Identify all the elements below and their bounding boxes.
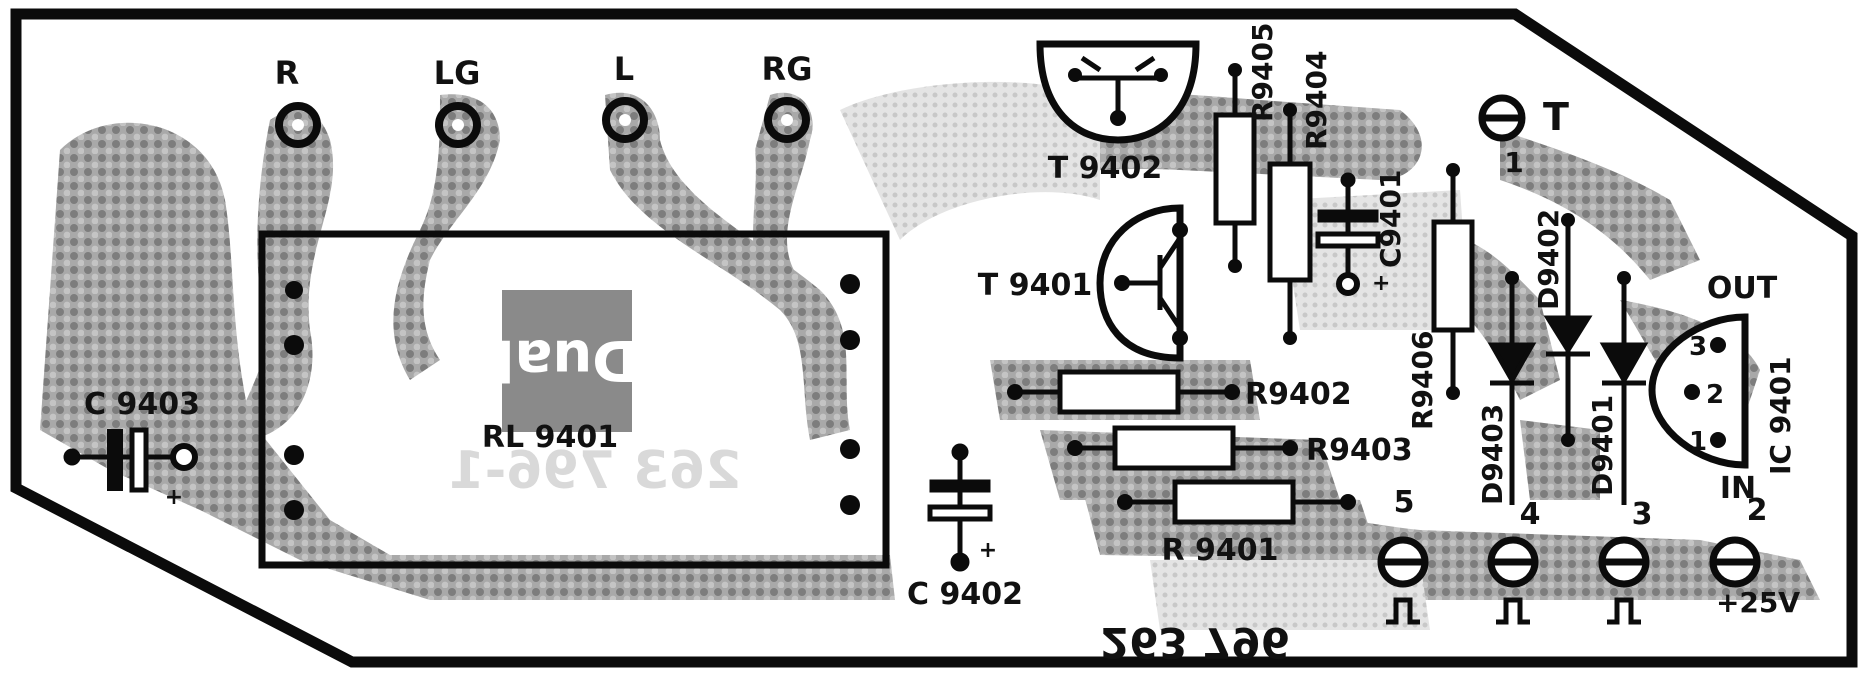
label-rg: RG [762, 50, 813, 88]
terminal-4 [1487, 536, 1539, 588]
diode-d9401 [1599, 280, 1649, 505]
pulse-symbols [1386, 597, 1641, 625]
label-d9403: D9403 [1476, 404, 1509, 505]
pin-label-1: 1 [1504, 146, 1523, 179]
label-r9405: R9405 [1246, 23, 1279, 123]
label-rl9401: RL 9401 [482, 420, 618, 455]
label-25v: +25V [1716, 586, 1800, 619]
terminal-3 [1598, 536, 1650, 588]
label-ic9401: IC 9401 [1764, 356, 1797, 475]
transistor-t9402-symbol [1078, 55, 1158, 118]
solder-mask-zones [840, 81, 1470, 630]
d9403-pads [1505, 271, 1519, 285]
partno-mirror: 263 796-1 [449, 441, 742, 501]
label-r9402: R9402 [1245, 377, 1352, 412]
r9402-pads [1007, 384, 1240, 400]
label-out: OUT [1707, 271, 1778, 306]
terminal-5 [1377, 536, 1429, 588]
r9401-pads [1117, 494, 1356, 510]
label-lg: LG [434, 54, 481, 92]
resistor-r9404 [1267, 112, 1313, 338]
capacitor-c9403 [63, 427, 198, 493]
ic-pin-2: 2 [1706, 380, 1724, 410]
pin-label-3: 3 [1632, 497, 1653, 532]
label-t: T [1543, 95, 1569, 139]
terminal-2 [1709, 536, 1761, 588]
dual-logo [502, 290, 632, 432]
label-r9406: R9406 [1406, 331, 1439, 431]
relay-outline [258, 230, 890, 569]
label-r9404: R9404 [1300, 51, 1333, 151]
board-number-mirror: 263 796 [1100, 618, 1290, 667]
plus-c9401: + [1372, 271, 1390, 296]
r9406-pads [1446, 163, 1460, 400]
ic-pin-1: 1 [1689, 427, 1707, 457]
label-r9401: R 9401 [1161, 533, 1278, 568]
diode-d9402 [1543, 222, 1593, 440]
r9403-pads [1067, 440, 1298, 456]
terminal-t [1478, 94, 1526, 142]
resistor-r9403 [1075, 425, 1290, 471]
relay-pads [284, 274, 860, 520]
plus-c9403: + [165, 485, 183, 510]
label-c9403: C 9403 [84, 387, 200, 422]
label-in: IN [1720, 471, 1756, 506]
d9401-pads [1617, 271, 1631, 285]
resistor-r9401 [1125, 479, 1348, 525]
resistor-r9402 [1015, 369, 1232, 415]
pin-label-4: 4 [1520, 497, 1541, 532]
resistor-r9406 [1431, 170, 1475, 393]
resistor-r9405 [1213, 72, 1257, 265]
label-d9401: D9401 [1586, 395, 1619, 496]
capacitor-c9401 [1315, 172, 1381, 296]
label-t9401: T 9401 [978, 268, 1092, 303]
connector-pad-holes [292, 114, 793, 131]
ic-pads [1684, 337, 1726, 448]
transistor-t9401-pads [1114, 222, 1188, 346]
r9404-pads [1283, 103, 1297, 345]
ic-pin-3: 3 [1689, 332, 1707, 362]
capacitor-c9402 [927, 443, 993, 572]
dual-logo-text: Dual [495, 327, 638, 392]
label-l: L [614, 50, 634, 88]
connector-pads [275, 97, 810, 148]
diode-d9403 [1487, 280, 1537, 505]
pin-label-2: 2 [1747, 493, 1768, 528]
label-c9402: C 9402 [907, 577, 1023, 612]
plus-c9402: + [979, 538, 997, 563]
transistor-t9402-pads [1068, 68, 1168, 126]
label-t9402: T 9402 [1048, 151, 1162, 186]
pin-label-5: 5 [1394, 485, 1415, 520]
label-r9403: R9403 [1306, 433, 1413, 468]
label-d9402: D9402 [1532, 209, 1565, 310]
transistor-t9401-symbol [1126, 236, 1183, 330]
label-c9401: C9401 [1374, 170, 1407, 268]
label-r: R [275, 54, 300, 92]
d9402-pads [1561, 213, 1575, 447]
r9405-pads [1228, 63, 1242, 273]
